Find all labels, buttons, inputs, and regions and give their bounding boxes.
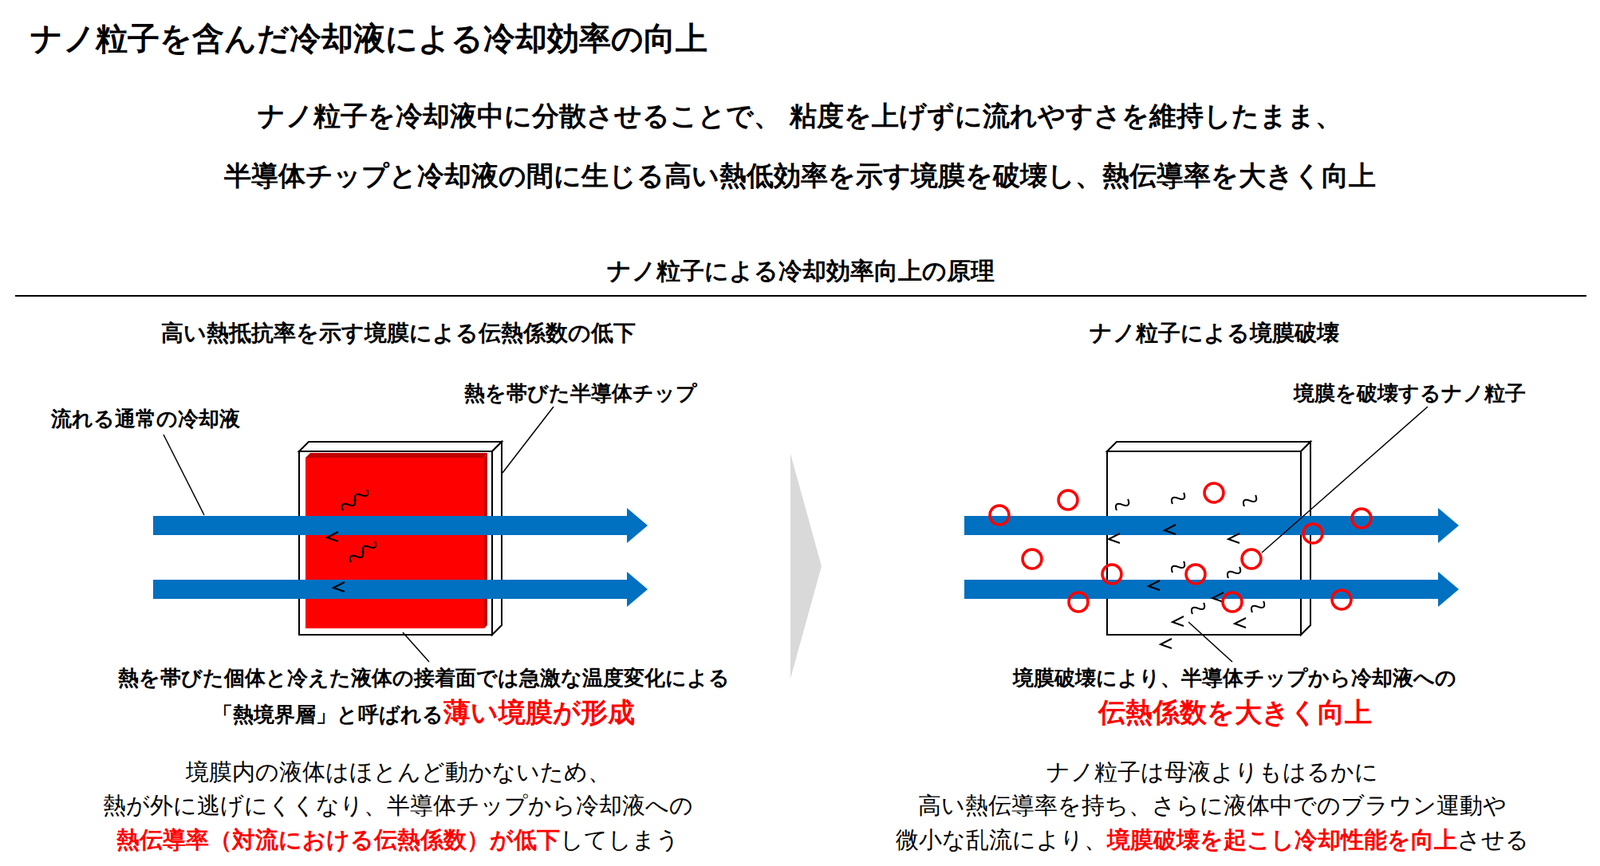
text-line: ナノ粒子を冷却液中に分散させることで、 粘度を上げずに流れやすさを維持したまま、 xyxy=(257,99,1344,133)
note-text: 「熱境界層」と呼ばれる xyxy=(212,702,444,727)
text-line: ナノ粒子による冷却効率向上の原理 xyxy=(606,256,995,286)
section-heading: ナノ粒子による冷却効率向上の原理 xyxy=(606,256,995,285)
text-line: ナノ粒子は母液よりもはるかに xyxy=(1046,758,1379,787)
body-text: 境膜破壊を起こし冷却性能を向上 xyxy=(1107,826,1458,854)
text-line: 熱を帯びた個体と冷えた液体の接着面では急激な温度変化による xyxy=(118,666,730,691)
body-text: 熱が外に逃げにくくなり、半導体チップから冷却液への xyxy=(102,792,694,820)
body-text: 微小な乱流により、 xyxy=(895,826,1108,854)
callout-label: 熱を帯びた半導体チップ xyxy=(464,381,698,406)
text-line: 境膜内の液体はほとんど動かないため、 xyxy=(185,758,611,787)
nanoparticles xyxy=(989,483,1372,612)
text-line: 熱が外に逃げにくくなり、半導体チップから冷却液への xyxy=(102,792,694,820)
text-line: 熱伝導率（対流における伝熱係数）が低下してしまう xyxy=(116,826,680,855)
heat-squiggles xyxy=(1108,489,1267,649)
panel-heading: 高い熱抵抗率を示す境膜による伝熱係数の低下 xyxy=(161,319,636,347)
coolant-film-figure xyxy=(1107,441,1311,635)
subtitle: 半導体チップと冷却液の間に生じる高い熱低効率を示す境膜を破壊し、熱伝導率を大きく… xyxy=(224,159,1376,192)
text-line: 境膜破壊により、半導体チップから冷却液への xyxy=(1012,666,1457,691)
heat-squiggles xyxy=(327,486,379,592)
text-line: 半導体チップと冷却液の間に生じる高い熱低効率を示す境膜を破壊し、熱伝導率を大きく… xyxy=(224,159,1376,193)
note-text: 伝熱係数を大きく向上 xyxy=(1098,696,1372,729)
panel-heading: ナノ粒子による境膜破壊 xyxy=(1089,319,1340,347)
note-text: 薄い境膜が形成 xyxy=(443,696,635,729)
text-line: 「熱境界層」と呼ばれる薄い境膜が形成 xyxy=(212,696,635,730)
text-line: 境膜を破壊するナノ粒子 xyxy=(1293,381,1526,406)
divider-line xyxy=(15,295,1587,297)
subtitle: ナノ粒子を冷却液中に分散させることで、 粘度を上げずに流れやすさを維持したまま、 xyxy=(257,99,1344,132)
text-line: ナノ粒子による境膜破壊 xyxy=(1089,319,1340,347)
body-text: 熱伝導率（対流における伝熱係数）が低下 xyxy=(116,826,560,854)
leader-lines xyxy=(163,406,1428,663)
text-line: 微小な乱流により、境膜破壊を起こし冷却性能を向上させる xyxy=(895,826,1530,855)
body-text: させる xyxy=(1457,826,1530,854)
title: ナノ粒子を含んだ冷却液による冷却効率の向上 xyxy=(30,19,708,57)
note-text: 境膜破壊により、半導体チップから冷却液への xyxy=(1012,666,1457,690)
note-text: 熱を帯びた個体と冷えた液体の接着面では急激な温度変化による xyxy=(118,666,730,690)
text-line: 伝熱係数を大きく向上 xyxy=(1098,696,1372,730)
text-line: ナノ粒子を含んだ冷却液による冷却効率の向上 xyxy=(30,19,708,58)
callout-label: 流れる通常の冷却液 xyxy=(51,406,241,431)
text-line: 熱を帯びた半導体チップ xyxy=(464,381,698,406)
body-text: してしまう xyxy=(559,826,680,854)
text-line: 高い熱伝導率を持ち、さらに液体中でのブラウン運動や xyxy=(918,792,1507,820)
text-line: 流れる通常の冷却液 xyxy=(51,406,241,432)
callout-label: 境膜を破壊するナノ粒子 xyxy=(1293,381,1526,406)
body-text: 高い熱伝導率を持ち、さらに液体中でのブラウン運動や xyxy=(918,792,1507,820)
chip-figure xyxy=(299,441,502,635)
body-text: 境膜内の液体はほとんど動かないため、 xyxy=(185,758,611,786)
body-text: ナノ粒子は母液よりもはるかに xyxy=(1046,758,1379,786)
transition-chevron xyxy=(790,453,822,679)
text-line: 高い熱抵抗率を示す境膜による伝熱係数の低下 xyxy=(161,319,636,347)
